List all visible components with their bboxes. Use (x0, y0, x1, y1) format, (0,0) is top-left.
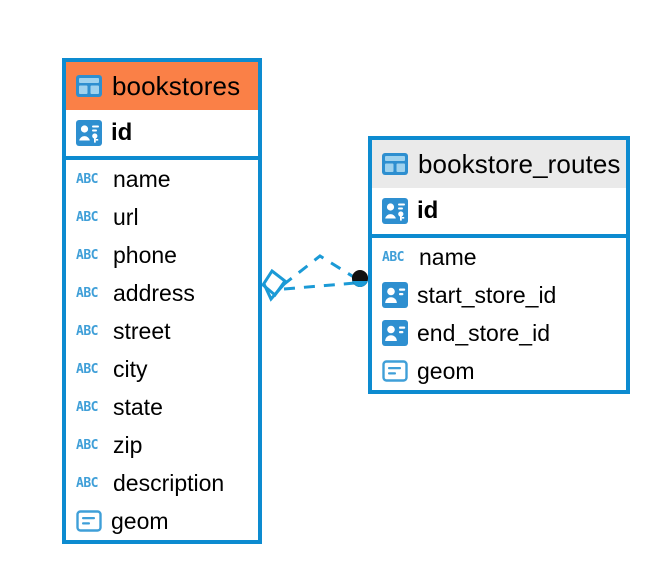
entity-header-bookstore-routes[interactable]: bookstore_routes (372, 140, 626, 188)
field-label: street (113, 317, 171, 344)
field-label: id (111, 119, 133, 146)
field-row[interactable]: ABC street (66, 312, 258, 350)
primary-key-icon (76, 120, 102, 146)
text-field-icon: ABC (76, 285, 98, 301)
field-row[interactable]: start_store_id (372, 276, 626, 314)
field-row[interactable]: geom (372, 352, 626, 390)
text-field-icon: ABC (76, 323, 98, 339)
text-field-icon: ABC (382, 249, 404, 265)
field-row-primary-key[interactable]: id (66, 110, 258, 156)
field-label: phone (113, 241, 177, 268)
geometry-field-icon (382, 360, 408, 382)
entity-title: bookstores (112, 70, 241, 101)
field-label: description (113, 469, 225, 496)
field-label: start_store_id (417, 281, 557, 308)
text-field-icon: ABC (76, 437, 98, 453)
relationship-line-lower (283, 281, 356, 291)
field-label: id (417, 197, 439, 224)
table-icon (76, 75, 102, 97)
field-label: state (113, 393, 163, 420)
field-label: geom (417, 357, 475, 384)
field-row[interactable]: ABC phone (66, 236, 258, 274)
text-field-icon: ABC (76, 171, 98, 187)
field-row[interactable]: ABC description (66, 464, 258, 502)
primary-key-divider (66, 156, 258, 160)
field-label: address (113, 279, 195, 306)
field-label: name (113, 165, 171, 192)
text-field-icon: ABC (76, 209, 98, 225)
field-row[interactable]: ABC state (66, 388, 258, 426)
field-label: city (113, 355, 148, 382)
field-row[interactable]: ABC zip (66, 426, 258, 464)
text-field-icon: ABC (76, 361, 98, 377)
text-field-icon: ABC (76, 247, 98, 263)
relationship-source-marker (261, 268, 288, 302)
entity-title: bookstore_routes (418, 148, 621, 179)
entity-table-bookstore-routes[interactable]: bookstore_routes id ABC name start_store_i… (368, 136, 630, 394)
field-label: geom (111, 507, 169, 534)
text-field-icon: ABC (76, 399, 98, 415)
text-field-icon: ABC (76, 475, 98, 491)
table-icon (382, 153, 408, 175)
field-row[interactable]: ABC address (66, 274, 258, 312)
field-row[interactable]: ABC name (66, 160, 258, 198)
field-label: zip (113, 431, 143, 458)
relationship-line-upper (282, 254, 358, 287)
primary-key-icon (382, 198, 408, 224)
foreign-key-icon (382, 320, 408, 346)
field-row[interactable]: end_store_id (372, 314, 626, 352)
field-row[interactable]: ABC city (66, 350, 258, 388)
field-label: end_store_id (417, 319, 550, 346)
field-label: name (419, 243, 477, 270)
field-row[interactable]: ABC url (66, 198, 258, 236)
field-row-primary-key[interactable]: id (372, 188, 626, 234)
entity-header-bookstores[interactable]: bookstores (66, 62, 258, 110)
geometry-field-icon (76, 510, 102, 532)
primary-key-divider (372, 234, 626, 238)
field-label: url (113, 203, 139, 230)
field-row[interactable]: geom (66, 502, 258, 540)
foreign-key-icon (382, 282, 408, 308)
relationship-target-marker (352, 270, 368, 287)
field-row[interactable]: ABC name (372, 238, 626, 276)
